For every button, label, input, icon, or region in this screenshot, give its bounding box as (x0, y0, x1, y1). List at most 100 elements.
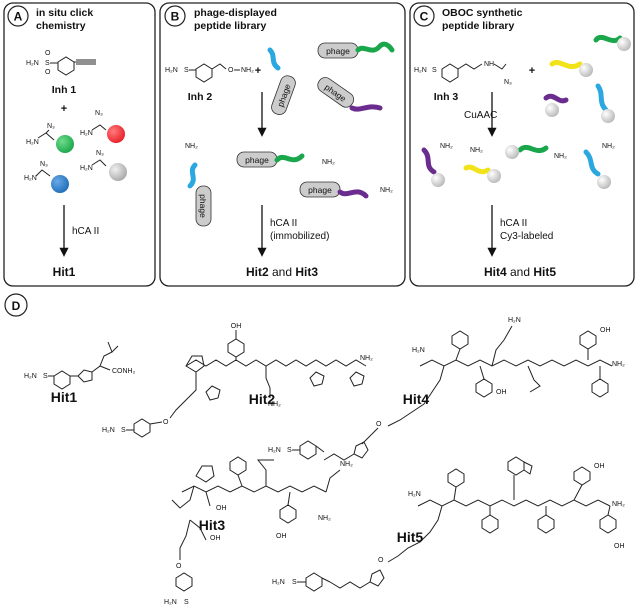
panel-c-badge (413, 5, 435, 27)
panel-c-reaction-line2: Cy3-labeled (500, 231, 553, 242)
svg-text:O: O (163, 419, 169, 426)
inh1-label: Inh 1 (52, 84, 77, 96)
azide-reagent-green: H₂N N₃ (26, 123, 74, 153)
svg-text:H₂N: H₂N (408, 491, 421, 498)
hit3-structure: OH NH₂ NH₂ OH OH O H₂N S (164, 456, 353, 606)
svg-text:H₂N: H₂N (412, 347, 425, 354)
hit3-label: Hit3 (199, 517, 226, 533)
hit4-label: Hit4 (403, 391, 430, 407)
panel-d-letter: D (12, 299, 21, 313)
inh2-label: Inh 2 (188, 91, 213, 103)
svg-text:NH₂: NH₂ (268, 401, 281, 408)
panel-d: D H₂N S CONH₂ Hit1 OH NH₂ NH (4, 293, 625, 606)
panel-a-reaction: hCA II (72, 226, 99, 237)
panel-a-title-line2: chemistry (36, 20, 86, 32)
svg-text:H₂N: H₂N (414, 67, 427, 74)
svg-text:OH: OH (210, 535, 221, 542)
oboc-library (543, 34, 631, 123)
hit5-label: Hit5 (397, 529, 424, 545)
panel-b-result: Hit2 and Hit3 (246, 265, 318, 279)
svg-text:NH₂: NH₂ (318, 515, 331, 522)
svg-text:N₃: N₃ (47, 123, 55, 130)
inh1-structure: H₂N S O O (26, 50, 96, 76)
svg-text:H₂N: H₂N (26, 139, 39, 146)
svg-text:O: O (176, 563, 182, 570)
panel-c-title-line2: peptide library (442, 20, 515, 32)
panel-c-reaction-line1: hCA II (500, 218, 527, 229)
svg-text:O: O (376, 421, 382, 428)
green-peptide (355, 41, 395, 53)
panel-a-frame (3, 2, 156, 287)
inh3-label: Inh 3 (434, 91, 459, 103)
svg-text:O: O (228, 67, 234, 74)
azide-reagent-blue: H₂N N₃ (24, 161, 69, 193)
svg-text:S: S (184, 599, 189, 606)
svg-text:OH: OH (600, 327, 611, 334)
inh1-benzene (57, 56, 75, 76)
red-building-block (107, 125, 125, 143)
svg-text:OH: OH (231, 323, 242, 330)
svg-text:O: O (378, 557, 384, 564)
azide-reagent-gray: H₂N N₃ (80, 150, 127, 181)
svg-text:CONH₂: CONH₂ (112, 368, 136, 375)
svg-text:H₂N: H₂N (268, 447, 281, 454)
svg-text:H₂N: H₂N (508, 317, 521, 324)
panel-c-title-line1: OBOC synthetic (442, 7, 523, 19)
panel-c-step: CuAAC (464, 110, 497, 121)
panel-b-plus: + (255, 65, 261, 77)
svg-text:NH₂: NH₂ (340, 461, 353, 468)
panel-c-result: Hit4 and Hit5 (484, 265, 556, 279)
panel-a-badge (7, 5, 29, 27)
phage-library-top: phage phage phage (267, 41, 395, 115)
inh2-structure: H₂N S O NH₂ (165, 63, 254, 83)
svg-text:S: S (287, 447, 292, 454)
inh1-sulfur: S (45, 60, 50, 67)
svg-text:NH₂: NH₂ (380, 187, 393, 194)
svg-text:phage: phage (198, 194, 208, 218)
inh1-oxygen-bottom: O (45, 69, 51, 76)
svg-text:S: S (43, 373, 48, 380)
svg-text:NH₂: NH₂ (470, 147, 483, 154)
svg-text:H₂N: H₂N (80, 130, 93, 137)
svg-text:S: S (432, 67, 437, 74)
hit2-label: Hit2 (249, 391, 276, 407)
panel-b-reaction-line2: (immobilized) (270, 231, 329, 242)
panel-b-title-line1: phage-displayed (194, 7, 277, 19)
svg-text:H₂N: H₂N (24, 373, 37, 380)
svg-text:OH: OH (594, 463, 605, 470)
svg-text:H₂N: H₂N (165, 67, 178, 74)
panel-b-letter: B (171, 10, 180, 24)
panel-a-title-line1: in situ click (36, 7, 93, 19)
svg-text:phage: phage (245, 155, 269, 165)
svg-text:N₃: N₃ (504, 79, 512, 86)
svg-text:OH: OH (216, 505, 227, 512)
cyan-peptide (267, 47, 281, 71)
svg-text:N₃: N₃ (40, 161, 48, 168)
svg-text:NH₂: NH₂ (612, 361, 625, 368)
hit1-structure: H₂N S CONH₂ (24, 341, 136, 390)
panel-b: B phage-displayed peptide library H₂N S … (159, 2, 406, 287)
green-building-block (56, 135, 74, 153)
svg-text:S: S (292, 579, 297, 586)
svg-text:H₂N: H₂N (102, 427, 115, 434)
purple-peptide (349, 104, 383, 112)
azide-reagent-red: H₂N N₃ (80, 110, 125, 143)
svg-text:NH₂: NH₂ (185, 143, 198, 150)
oboc-library-conjugated: NH₂ NH₂ NH₂ NH₂ (421, 143, 615, 189)
panel-b-frame (159, 2, 406, 287)
svg-text:H₂N: H₂N (164, 599, 177, 606)
svg-text:N₃: N₃ (95, 110, 103, 117)
panel-b-title-line2: peptide library (194, 20, 267, 32)
hit5-structure: H₂N OH OH NH₂ O H₂N S (272, 456, 625, 592)
hit4-structure: H₂N H₂N OH OH NH₂ O H₂N S (268, 317, 625, 461)
phage-library-conjugated: NH₂ phage phage NH₂ phage NH₂ (185, 143, 393, 227)
panel-a-result: Hit1 (53, 265, 76, 279)
inh1-h2n: H₂N (26, 60, 39, 67)
hit2-structure: OH NH₂ NH₂ O H₂N S (102, 323, 373, 438)
svg-text:phage: phage (308, 185, 332, 195)
hit1-label: Hit1 (51, 389, 78, 405)
svg-text:NH₂: NH₂ (602, 143, 615, 150)
panel-b-badge (164, 5, 186, 27)
inh3-structure: H₂N S NH N₃ (414, 61, 512, 86)
